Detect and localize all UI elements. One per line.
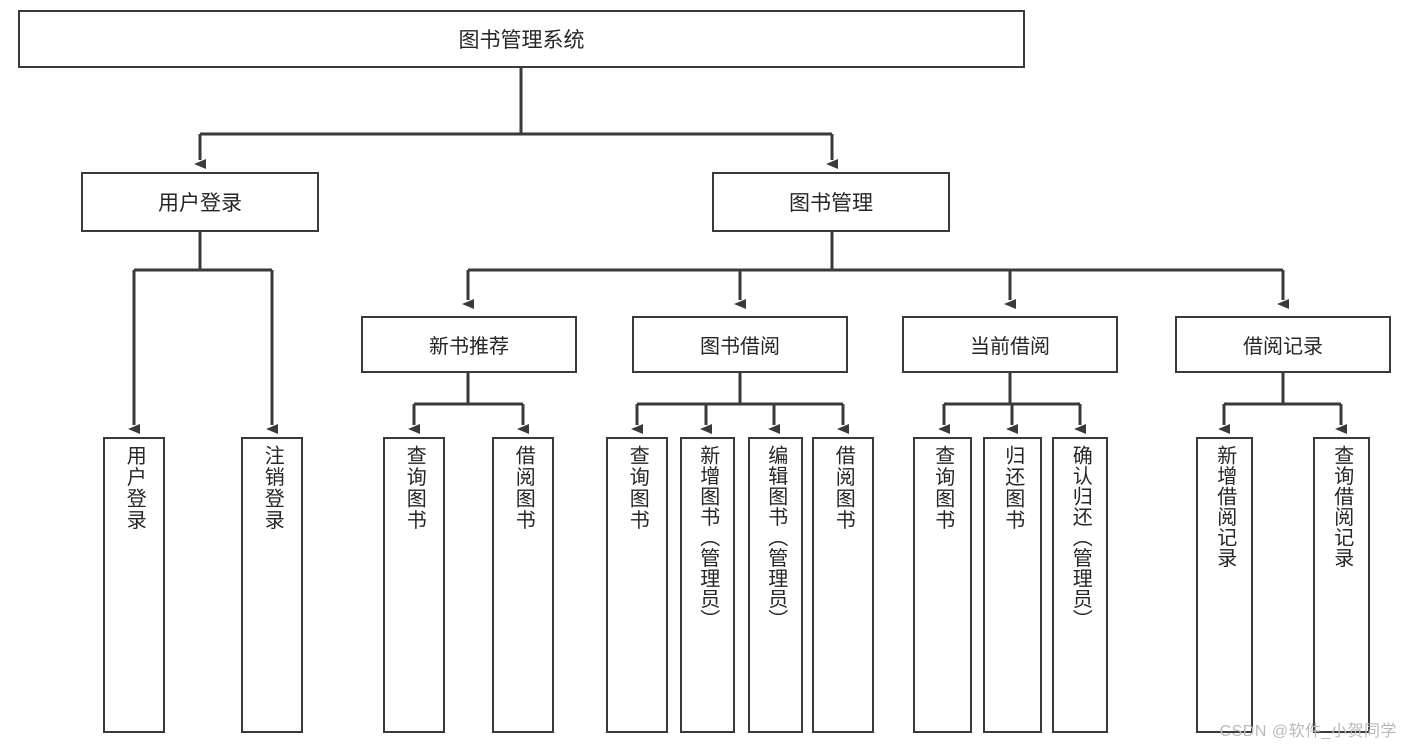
leaf-borrow-book-1[interactable]: 借阅图书 [492, 437, 554, 733]
node-new-book-recommend[interactable]: 新书推荐 [361, 316, 577, 373]
leaf-query-book-2[interactable]: 查询图书 [606, 437, 668, 733]
leaf-user-login[interactable]: 用户登录 [103, 437, 165, 733]
leaf-add-record[interactable]: 新增借阅记录 [1196, 437, 1253, 733]
node-book-manage-label: 图书管理 [789, 192, 873, 215]
leaf-user-logout-label: 注销登录 [261, 445, 284, 531]
leaf-edit-book[interactable]: 编辑图书（管理员） [748, 437, 803, 733]
node-new-book-recommend-label: 新书推荐 [429, 336, 509, 358]
leaf-borrow-book-1-label: 借阅图书 [512, 445, 535, 531]
leaf-query-book-3-label: 查询图书 [931, 445, 954, 531]
leaf-user-login-label: 用户登录 [123, 445, 146, 531]
leaf-query-record-label: 查询借阅记录 [1330, 445, 1353, 568]
leaf-return-book[interactable]: 归还图书 [983, 437, 1042, 733]
leaf-borrow-book-2[interactable]: 借阅图书 [812, 437, 874, 733]
leaf-add-record-label: 新增借阅记录 [1213, 445, 1236, 568]
node-user-login[interactable]: 用户登录 [81, 172, 319, 232]
leaf-borrow-book-2-label: 借阅图书 [832, 445, 855, 531]
leaf-query-book-1-label: 查询图书 [403, 445, 426, 531]
node-book-borrow[interactable]: 图书借阅 [632, 316, 848, 373]
leaf-edit-book-label: 编辑图书（管理员） [764, 445, 787, 630]
node-root[interactable]: 图书管理系统 [18, 10, 1025, 68]
node-book-borrow-label: 图书借阅 [700, 336, 780, 358]
leaf-add-book-label: 新增图书（管理员） [696, 445, 719, 630]
leaf-query-record[interactable]: 查询借阅记录 [1313, 437, 1370, 733]
node-book-manage[interactable]: 图书管理 [712, 172, 950, 232]
leaf-user-logout[interactable]: 注销登录 [241, 437, 303, 733]
leaf-return-book-label: 归还图书 [1001, 445, 1024, 531]
leaf-add-book[interactable]: 新增图书（管理员） [680, 437, 735, 733]
node-borrow-record-label: 借阅记录 [1243, 336, 1323, 358]
node-root-label: 图书管理系统 [458, 29, 585, 52]
leaf-query-book-1[interactable]: 查询图书 [383, 437, 445, 733]
node-borrow-record[interactable]: 借阅记录 [1175, 316, 1391, 373]
leaf-query-book-3[interactable]: 查询图书 [913, 437, 972, 733]
node-user-login-label: 用户登录 [158, 192, 242, 215]
leaf-confirm-return[interactable]: 确认归还（管理员） [1052, 437, 1108, 733]
leaf-confirm-return-label: 确认归还（管理员） [1069, 445, 1092, 630]
node-current-borrow-label: 当前借阅 [970, 336, 1050, 358]
leaf-query-book-2-label: 查询图书 [626, 445, 649, 531]
node-current-borrow[interactable]: 当前借阅 [902, 316, 1118, 373]
